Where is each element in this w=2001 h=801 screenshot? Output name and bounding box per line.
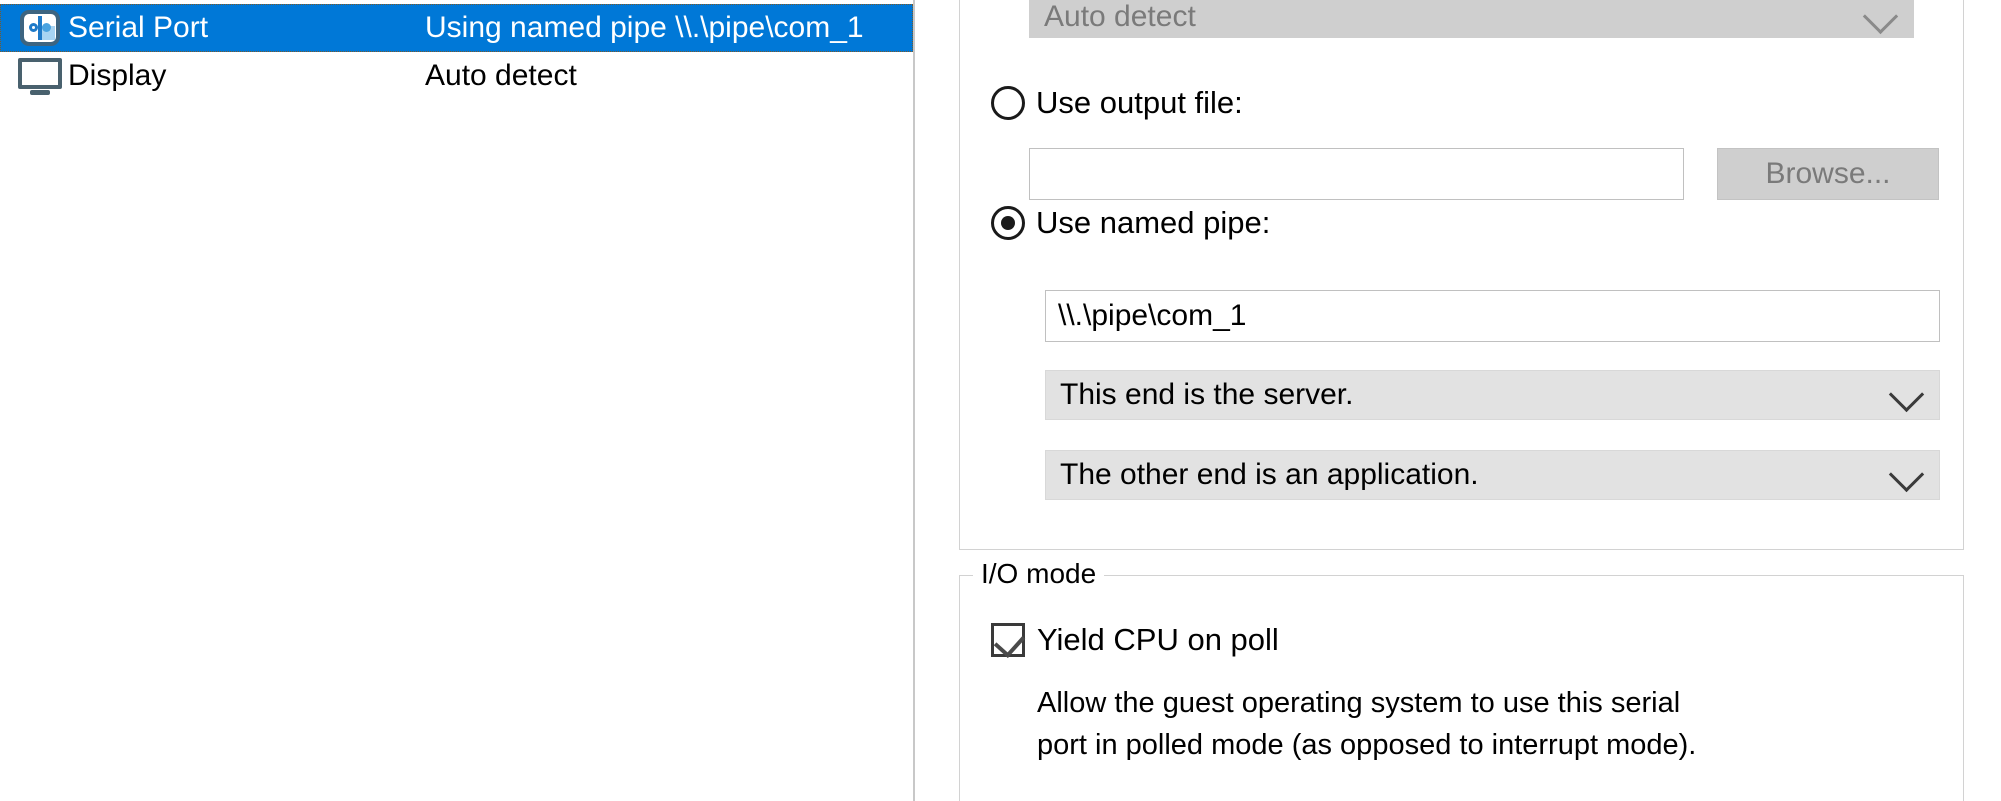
yield-cpu-on-poll-label: Yield CPU on poll	[1037, 622, 1279, 657]
named-pipe-input[interactable]: \\.\pipe\com_1	[1045, 290, 1940, 342]
use-named-pipe-radio[interactable]: Use named pipe:	[991, 205, 1270, 241]
device-summary: Using named pipe \\.\pipe\com_1	[425, 11, 864, 44]
use-output-file-radio[interactable]: Use output file:	[991, 85, 1243, 121]
browse-button[interactable]: Browse...	[1717, 148, 1939, 200]
pipe-other-end-dropdown[interactable]: The other end is an application.	[1045, 450, 1940, 500]
yield-cpu-description: Allow the guest operating system to use …	[1037, 687, 1697, 761]
radio-indicator	[991, 206, 1025, 240]
device-summary: Auto detect	[425, 59, 577, 92]
pipe-end-role-dropdown[interactable]: This end is the server.	[1045, 370, 1940, 420]
output-file-input[interactable]	[1029, 148, 1684, 200]
device-list-row-serial-port[interactable]: Serial Port Using named pipe \\.\pipe\co…	[0, 4, 913, 52]
serial-device-dropdown-value: Auto detect	[1044, 0, 1196, 33]
use-output-file-label: Use output file:	[1036, 85, 1243, 120]
device-list-row-display[interactable]: Display Auto detect	[0, 52, 913, 100]
pipe-other-end-dropdown-value: The other end is an application.	[1060, 458, 1479, 491]
yield-cpu-on-poll-checkbox[interactable]: Yield CPU on poll	[991, 622, 1279, 658]
pipe-end-role-dropdown-value: This end is the server.	[1060, 378, 1354, 411]
chevron-down-icon	[1862, 0, 1899, 35]
radio-indicator	[991, 86, 1025, 120]
device-list-panel[interactable]: Serial Port Using named pipe \\.\pipe\co…	[0, 0, 915, 801]
io-mode-group-label: I/O mode	[973, 558, 1105, 590]
chevron-down-icon	[1888, 456, 1925, 493]
serial-port-icon	[18, 6, 62, 50]
named-pipe-input-value: \\.\pipe\com_1	[1058, 299, 1247, 332]
serial-port-settings-pane: Auto detect Use output file: Browse... U…	[917, 0, 2001, 801]
io-mode-groupbox	[959, 575, 1964, 801]
device-name: Serial Port	[68, 11, 209, 44]
use-named-pipe-label: Use named pipe:	[1036, 205, 1271, 240]
chevron-down-icon	[1888, 376, 1925, 413]
serial-device-dropdown[interactable]: Auto detect	[1029, 0, 1914, 38]
device-name: Display	[68, 59, 167, 92]
checkbox-indicator	[991, 623, 1025, 657]
display-icon	[18, 54, 62, 98]
